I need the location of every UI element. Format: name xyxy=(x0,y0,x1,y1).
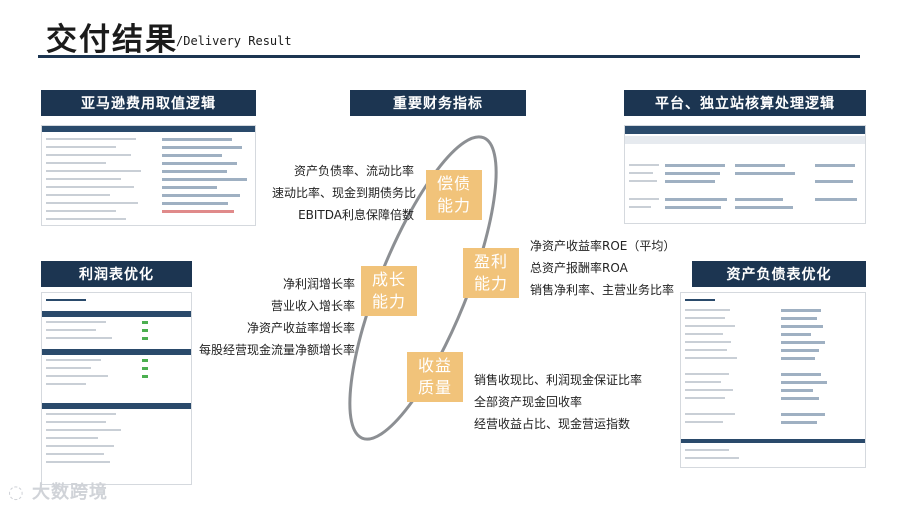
section-header-platform: 平台、独立站核算处理逻辑 xyxy=(624,90,866,116)
metric-item: 净资产收益率增长率 xyxy=(246,321,355,335)
metric-item: 每股经营现金流量净额增长率 xyxy=(198,343,355,357)
metric-item: 净资产收益率ROE（平均） xyxy=(530,239,676,253)
growth-metrics: 净利润增长率 营业收入增长率 净资产收益率增长率 每股经营现金流量净额增长率 xyxy=(196,273,355,361)
bubble-growth: 成长 能力 xyxy=(361,266,417,316)
page-title: 交付结果 xyxy=(46,22,178,58)
solvency-metrics: 资产负债率、流动比率 速动比率、现金到期债务比 EBITDA利息保障倍数 xyxy=(272,160,417,226)
section-header-indicators: 重要财务指标 xyxy=(350,90,526,116)
quality-metrics: 销售收现比、利润现金保证比率 全部资产现金回收率 经营收益占比、现金营运指数 xyxy=(474,369,642,435)
watermark-logo: ◌ 大数跨境 xyxy=(8,482,108,503)
metric-item: 销售收现比、利润现金保证比率 xyxy=(474,373,643,387)
bubble-quality: 收益 质量 xyxy=(407,352,463,402)
section-header-balance: 资产负债表优化 xyxy=(692,261,866,287)
metric-item: 资产负债率、流动比率 xyxy=(293,164,414,178)
metric-item: 净利润增长率 xyxy=(282,277,355,291)
metric-item: 总资产报酬率ROA xyxy=(530,261,628,275)
section-header-amazon: 亚马逊费用取值逻辑 xyxy=(41,90,256,116)
income-statement-image xyxy=(41,292,192,485)
metric-item: 销售净利率、主营业务比率 xyxy=(530,283,675,297)
balance-sheet-image xyxy=(680,292,866,468)
bubble-profitability: 盈利 能力 xyxy=(463,248,519,298)
bubble-solvency: 偿债 能力 xyxy=(426,170,482,220)
title-divider xyxy=(38,55,860,58)
metric-item: 全部资产现金回收率 xyxy=(474,395,583,409)
metric-item: 速动比率、现金到期债务比 xyxy=(272,186,417,200)
metric-item: 营业收入增长率 xyxy=(270,299,355,313)
section-header-profit: 利润表优化 xyxy=(41,261,192,287)
metric-item: 经营收益占比、现金营运指数 xyxy=(474,417,631,431)
platform-accounting-table-image xyxy=(624,125,866,224)
profitability-metrics: 净资产收益率ROE（平均） 总资产报酬率ROA 销售净利率、主营业务比率 xyxy=(530,235,675,301)
page-subtitle: /Delivery Result xyxy=(176,34,292,48)
amazon-fee-spreadsheet-image xyxy=(41,125,256,226)
logo-icon: ◌ xyxy=(8,482,25,503)
metric-item: EBITDA利息保障倍数 xyxy=(298,208,414,222)
